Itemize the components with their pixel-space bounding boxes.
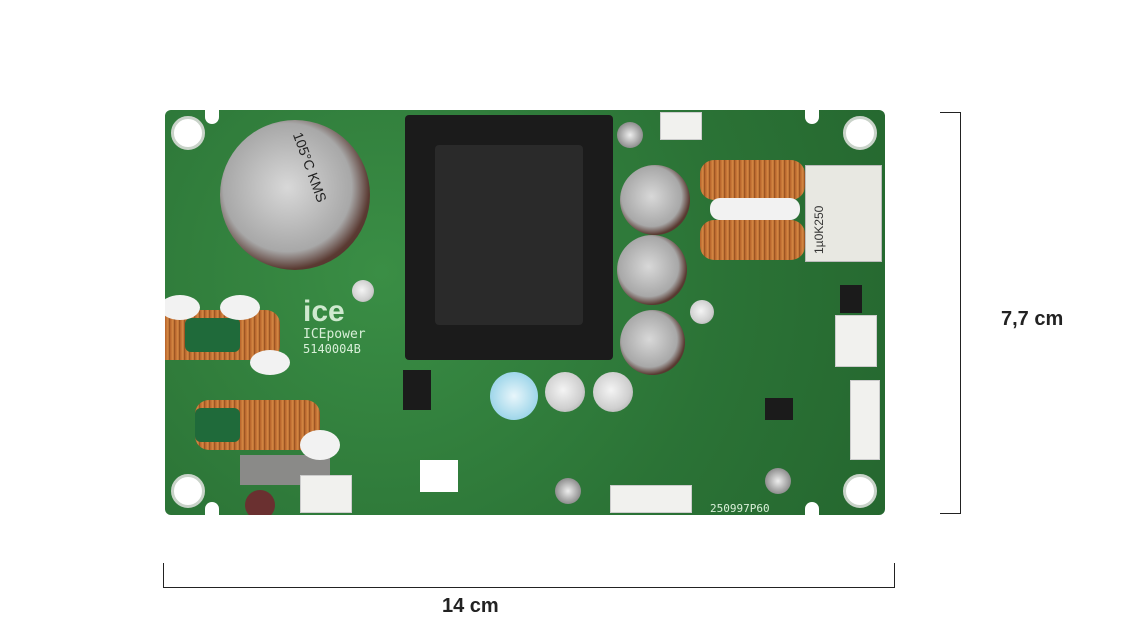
height-dimension-line [960, 112, 961, 514]
output-inductor [700, 220, 805, 260]
screw [617, 122, 643, 148]
capacitor [352, 280, 374, 302]
pcb-board-photo: 105°C KMS 1µ0K250 ice ICEpower 5140004B … [165, 110, 885, 515]
part-number: 250997P60 [710, 502, 770, 515]
connector [610, 485, 692, 513]
connector [835, 315, 877, 367]
mounting-hole [171, 474, 205, 508]
dimension-tick [940, 112, 961, 113]
ic-chip [840, 285, 862, 313]
board-notch [205, 110, 219, 124]
output-inductor [700, 160, 805, 200]
capacitor [690, 300, 714, 324]
glue [220, 295, 260, 320]
inductor-core [185, 318, 240, 352]
ice-logo: ice [303, 295, 345, 328]
inductor-core [195, 408, 240, 442]
mounting-hole [171, 116, 205, 150]
connector [300, 475, 352, 513]
capacitor [620, 165, 690, 235]
glue [250, 350, 290, 375]
board-notch [205, 502, 219, 515]
screw [555, 478, 581, 504]
film-capacitor: 1µ0K250 [805, 165, 882, 262]
connector [660, 112, 702, 140]
height-label: 7,7 cm [1001, 308, 1064, 330]
film-capacitor-marking: 1µ0K250 [812, 205, 826, 254]
capacitor [490, 372, 538, 420]
ic-chip [765, 398, 793, 420]
varistor [245, 490, 275, 515]
width-dimension-line [163, 587, 895, 588]
glue [300, 430, 340, 460]
transformer [405, 115, 613, 360]
glue [710, 198, 800, 220]
connector [850, 380, 880, 460]
capacitor [617, 235, 687, 305]
capacitor [593, 372, 633, 412]
glue [165, 295, 200, 320]
model-number: 5140004B [303, 342, 361, 356]
mounting-hole [843, 116, 877, 150]
qr-label [420, 460, 458, 492]
capacitor [545, 372, 585, 412]
brand-name: ICEpower [303, 327, 366, 342]
board-notch [805, 110, 819, 124]
dimension-tick [940, 513, 961, 514]
capacitor [620, 310, 685, 375]
mounting-hole [843, 474, 877, 508]
width-label: 14 cm [442, 595, 499, 617]
bulk-capacitor [220, 120, 370, 270]
ic-chip [403, 370, 431, 410]
board-notch [805, 502, 819, 515]
screw [765, 468, 791, 494]
dimension-tick [894, 563, 895, 588]
dimension-tick [163, 563, 164, 588]
